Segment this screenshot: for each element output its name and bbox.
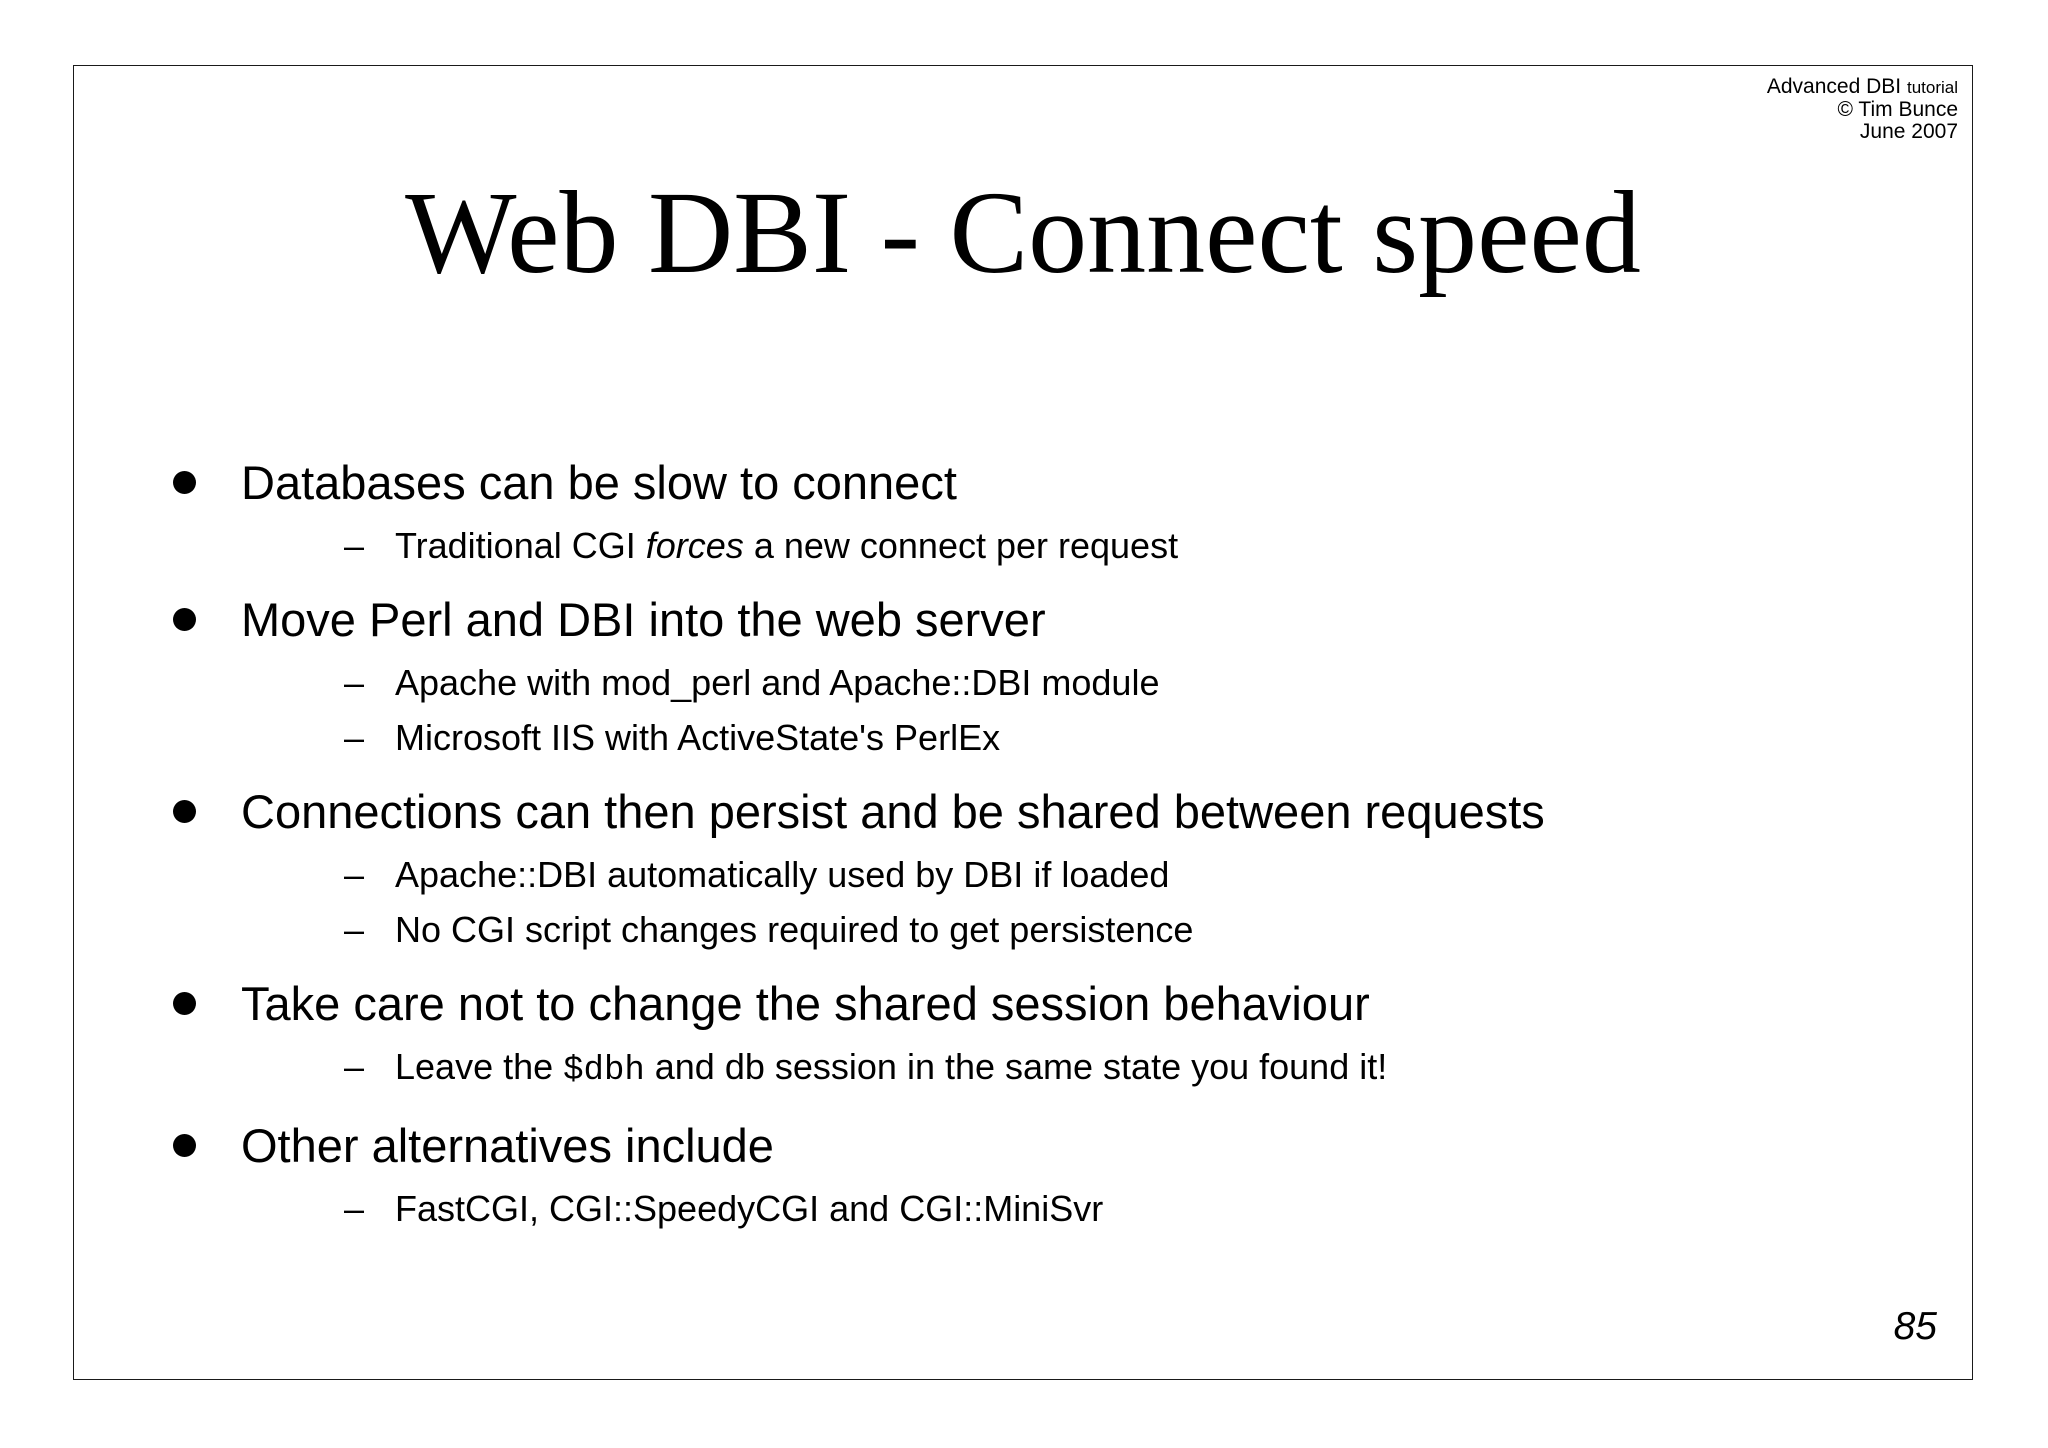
bullet-group: Take care not to change the shared sessi… bbox=[74, 973, 1972, 1099]
bullet-group: Other alternatives include – FastCGI, CG… bbox=[74, 1115, 1972, 1236]
sub-bullet-text: Traditional CGI forces a new connect per… bbox=[395, 525, 1178, 566]
sub-bullet-text-code: $dbh bbox=[563, 1052, 645, 1090]
sub-bullet-item: – Microsoft IIS with ActiveState's PerlE… bbox=[74, 710, 1972, 765]
sub-bullet-list: – Apache::DBI automatically used by DBI … bbox=[74, 847, 1972, 957]
sub-bullet-dash: – bbox=[344, 717, 365, 758]
bullet-item: Connections can then persist and be shar… bbox=[74, 781, 1972, 843]
sub-bullet-text: Apache with mod_perl and Apache::DBI mod… bbox=[395, 662, 1160, 703]
bullet-text: Other alternatives include bbox=[241, 1119, 774, 1172]
bullet-item: Other alternatives include bbox=[74, 1115, 1972, 1177]
sub-bullet-dash: – bbox=[344, 854, 365, 895]
sub-bullet-text: No CGI script changes required to get pe… bbox=[395, 909, 1194, 950]
sub-bullet-item: – FastCGI, CGI::SpeedyCGI and CGI::MiniS… bbox=[74, 1181, 1972, 1236]
bullet-item: Take care not to change the shared sessi… bbox=[74, 973, 1972, 1035]
bullet-text: Connections can then persist and be shar… bbox=[241, 785, 1545, 838]
sub-bullet-text: Leave the $dbh and db session in the sam… bbox=[395, 1046, 1388, 1090]
sub-bullet-list: – FastCGI, CGI::SpeedyCGI and CGI::MiniS… bbox=[74, 1181, 1972, 1236]
slide-title: Web DBI - Connect speed bbox=[405, 167, 1641, 298]
sub-bullet-list: – Apache with mod_perl and Apache::DBI m… bbox=[74, 655, 1972, 765]
bullet-item: Databases can be slow to connect bbox=[74, 452, 1972, 514]
bullet-text: Databases can be slow to connect bbox=[241, 456, 957, 509]
sub-bullet-dash: – bbox=[344, 1046, 365, 1087]
header-copyright: © Tim Bunce bbox=[1837, 98, 1958, 121]
sub-bullet-dash: – bbox=[344, 909, 365, 950]
sub-bullet-dash: – bbox=[344, 525, 365, 566]
bullet-text: Move Perl and DBI into the web server bbox=[241, 593, 1046, 646]
header-tutorial-suffix: tutorial bbox=[1906, 78, 1958, 97]
sub-bullet-item: – No CGI script changes required to get … bbox=[74, 902, 1972, 957]
sub-bullet-text-post: and db session in the same state you fou… bbox=[644, 1046, 1388, 1087]
bullet-item: Move Perl and DBI into the web server bbox=[74, 589, 1972, 651]
sub-bullet-dash: – bbox=[344, 662, 365, 703]
slide: Advanced DBI tutorial © Tim Bunce June 2… bbox=[73, 65, 1973, 1380]
sub-bullet-text-post: a new connect per request bbox=[743, 525, 1179, 566]
bullet-group: Databases can be slow to connect – Tradi… bbox=[74, 452, 1972, 573]
sub-bullet-item: – Traditional CGI forces a new connect p… bbox=[74, 518, 1972, 573]
sub-bullet-list: – Traditional CGI forces a new connect p… bbox=[74, 518, 1972, 573]
sub-bullet-dash: – bbox=[344, 1188, 365, 1229]
page-number: 85 bbox=[1893, 1305, 1937, 1348]
sub-bullet-item: – Apache::DBI automatically used by DBI … bbox=[74, 847, 1972, 902]
header-tutorial-title: Advanced DBI bbox=[1766, 75, 1902, 98]
bullet-text: Take care not to change the shared sessi… bbox=[241, 977, 1370, 1030]
header-tutorial-line: Advanced DBI tutorial bbox=[1767, 76, 1958, 99]
bullet-dot-icon bbox=[173, 608, 196, 631]
header-date: June 2007 bbox=[1859, 120, 1958, 143]
sub-bullet-text-pre: Traditional CGI bbox=[395, 525, 646, 566]
slide-header: Advanced DBI tutorial © Tim Bunce June 2… bbox=[1767, 76, 1958, 143]
bullet-dot-icon bbox=[173, 471, 196, 494]
bullet-dot-icon bbox=[173, 800, 196, 823]
sub-bullet-list: – Leave the $dbh and db session in the s… bbox=[74, 1039, 1972, 1099]
sub-bullet-text: Microsoft IIS with ActiveState's PerlEx bbox=[395, 717, 1001, 758]
sub-bullet-text: Apache::DBI automatically used by DBI if… bbox=[395, 854, 1170, 895]
sub-bullet-item: – Leave the $dbh and db session in the s… bbox=[74, 1039, 1972, 1099]
bullet-group: Move Perl and DBI into the web server – … bbox=[74, 589, 1972, 765]
sub-bullet-item: – Apache with mod_perl and Apache::DBI m… bbox=[74, 655, 1972, 710]
sub-bullet-text: FastCGI, CGI::SpeedyCGI and CGI::MiniSvr bbox=[395, 1188, 1104, 1229]
bullet-list: Databases can be slow to connect – Tradi… bbox=[74, 452, 1972, 1252]
bullet-dot-icon bbox=[173, 992, 196, 1015]
sub-bullet-text-italic: forces bbox=[645, 525, 744, 566]
bullet-dot-icon bbox=[173, 1134, 196, 1157]
bullet-group: Connections can then persist and be shar… bbox=[74, 781, 1972, 957]
sub-bullet-text-pre: Leave the bbox=[395, 1046, 564, 1087]
